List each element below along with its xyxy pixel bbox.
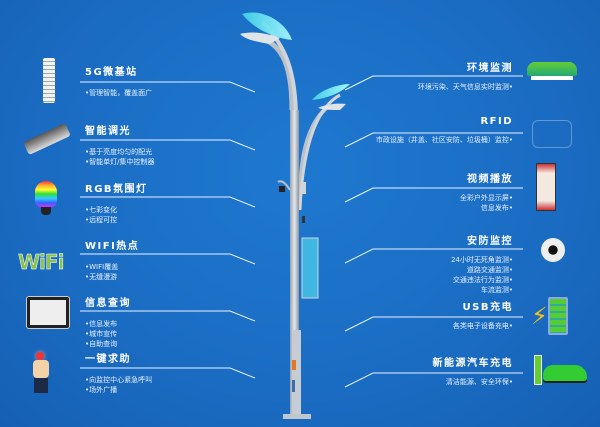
feature-desc: •智能单灯/集中控制器 <box>85 158 155 166</box>
feature-desc: 交通违法行为监测• <box>452 276 513 284</box>
feature-ev: 新能源汽车充电 清洁能源、安全环保• <box>433 354 514 387</box>
feature-desc: 环境污染、天气信息实时监测• <box>417 83 513 91</box>
feature-title: 信息查询 <box>85 298 131 309</box>
upper-lamp-head <box>242 12 292 41</box>
5g-base-station-icon <box>43 58 55 103</box>
lower-lamp-head <box>312 84 350 100</box>
feature-desc: •WIFI覆盖 <box>85 263 119 271</box>
battery-charging-icon <box>548 297 568 335</box>
pole-camera <box>279 186 285 192</box>
environment-icon <box>527 62 577 76</box>
feature-desc: 24小时无死角监测• <box>450 256 513 264</box>
feature-title: 新能源汽车充电 <box>432 358 513 369</box>
feature-desc: •基于亮度均匀的配光 <box>85 148 153 156</box>
feature-desc: 信息发布• <box>480 204 513 212</box>
feature-title: 5G微基站 <box>85 67 138 78</box>
feature-desc: 清洁能源、安全环保• <box>445 378 513 386</box>
feature-desc: 市政设施（井盖、社区安防、垃圾桶）监控• <box>375 136 513 144</box>
security-camera-icon <box>541 238 565 262</box>
feature-desc: •远程可控 <box>85 216 118 224</box>
feature-wifi: WIFI热点 •WIFI覆盖 •无缝漫游 <box>85 237 139 282</box>
feature-title: 一键求助 <box>85 354 131 365</box>
feature-desc: •管理智能，覆盖面广 <box>85 89 153 97</box>
rgb-bulb-icon <box>35 181 57 207</box>
feature-video: 视频播放 全彩户外显示屏• 信息发布• <box>460 170 513 213</box>
emergency-button-icon <box>36 352 44 360</box>
feature-desc: •自助查询 <box>85 340 118 348</box>
feature-desc: •信息发布 <box>85 320 118 328</box>
display-screen-icon <box>536 163 556 211</box>
feature-desc: 全彩户外显示屏• <box>459 194 513 202</box>
feature-usb: USB充电 各类电子设备充电• <box>453 298 513 331</box>
feature-desc: •向监控中心紧急呼叫 <box>85 376 153 384</box>
feature-rfid: RFID 市政设施（井盖、社区安防、垃圾桶）监控• <box>376 116 513 145</box>
feature-title: 智能调光 <box>85 126 131 137</box>
feature-5g: 5G微基站 •管理智能，覆盖面广 <box>85 63 152 98</box>
sleeve <box>34 378 48 393</box>
feature-desc: 道路交通监测• <box>466 266 513 274</box>
feature-title: 视频播放 <box>467 174 513 185</box>
bulb-base <box>41 207 51 215</box>
feature-title: RFID <box>480 116 513 127</box>
feature-desc: •场外广播 <box>85 386 118 394</box>
feature-title: USB充电 <box>462 302 513 313</box>
feature-security: 安防监控 24小时无死角监测• 道路交通监测• 交通违法行为监测• 车流监测• <box>451 232 513 295</box>
feature-title: 环境监测 <box>467 63 513 74</box>
lightning-icon: ⚡ <box>531 302 548 330</box>
feature-dimming: 智能调光 •基于亮度均匀的配光 •智能单灯/集中控制器 <box>85 122 155 167</box>
feature-title: WIFI热点 <box>85 241 140 252</box>
feature-title: RGB氛围灯 <box>85 184 148 195</box>
rfid-icon <box>532 120 572 148</box>
pole-banner-screen <box>301 237 319 299</box>
feature-emergency: 一键求助 •向监控中心紧急呼叫 •场外广播 <box>85 350 152 395</box>
feature-desc: 车流监测• <box>480 286 513 294</box>
feature-desc: •无缝漫游 <box>85 273 118 281</box>
tablet-icon <box>27 297 69 328</box>
ev-charging-icon <box>543 365 587 381</box>
hand-icon <box>33 360 49 378</box>
feature-desc: •城市宣传 <box>85 330 118 338</box>
charging-post <box>534 355 542 385</box>
feature-title: 安防监控 <box>467 236 513 247</box>
feature-desc: 各类电子设备充电• <box>452 322 513 330</box>
feature-environment: 环境监测 环境污染、天气信息实时监测• <box>418 59 513 92</box>
feature-info-query: 信息查询 •信息发布 •城市宣传 •自助查询 <box>85 294 131 349</box>
feature-desc: •七彩变化 <box>85 206 118 214</box>
wifi-icon: WiFi <box>18 250 65 275</box>
feature-rgb: RGB氛围灯 •七彩变化 •远程可控 <box>85 180 148 225</box>
